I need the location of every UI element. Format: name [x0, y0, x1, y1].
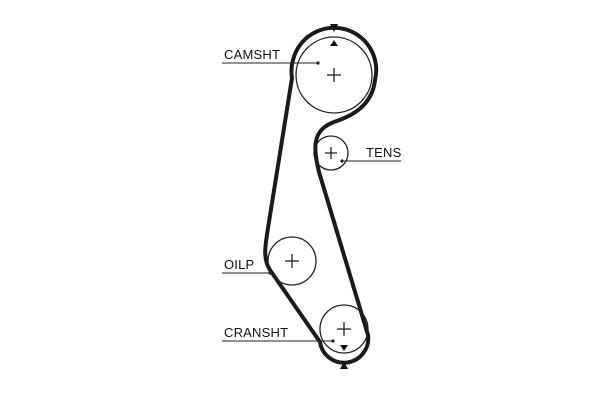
- crankshaft-bottom-mark: [340, 362, 348, 369]
- camshaft-top-mark: [330, 24, 338, 32]
- oil-pump-label: OILP: [224, 257, 254, 272]
- tensioner-pulley: [313, 135, 349, 171]
- crankshaft-leader-dot: [331, 339, 335, 343]
- tensioner-label: TENS: [366, 145, 402, 160]
- oil-pump-pulley: [267, 236, 317, 286]
- camshaft-inner-mark: [330, 40, 338, 46]
- camshaft-label: CAMSHT: [224, 47, 280, 62]
- oil-pump-leader-dot: [268, 271, 272, 275]
- tensioner-leader-dot: [340, 159, 344, 163]
- crankshaft-pulley: [319, 304, 369, 354]
- crankshaft-inner-mark: [340, 345, 348, 351]
- crankshaft-label: CRANSHT: [224, 325, 288, 340]
- camshaft-pulley: [295, 36, 373, 114]
- leader-lines: [222, 62, 401, 342]
- camshaft-leader-dot: [316, 61, 320, 65]
- timing-belt: [263, 25, 379, 365]
